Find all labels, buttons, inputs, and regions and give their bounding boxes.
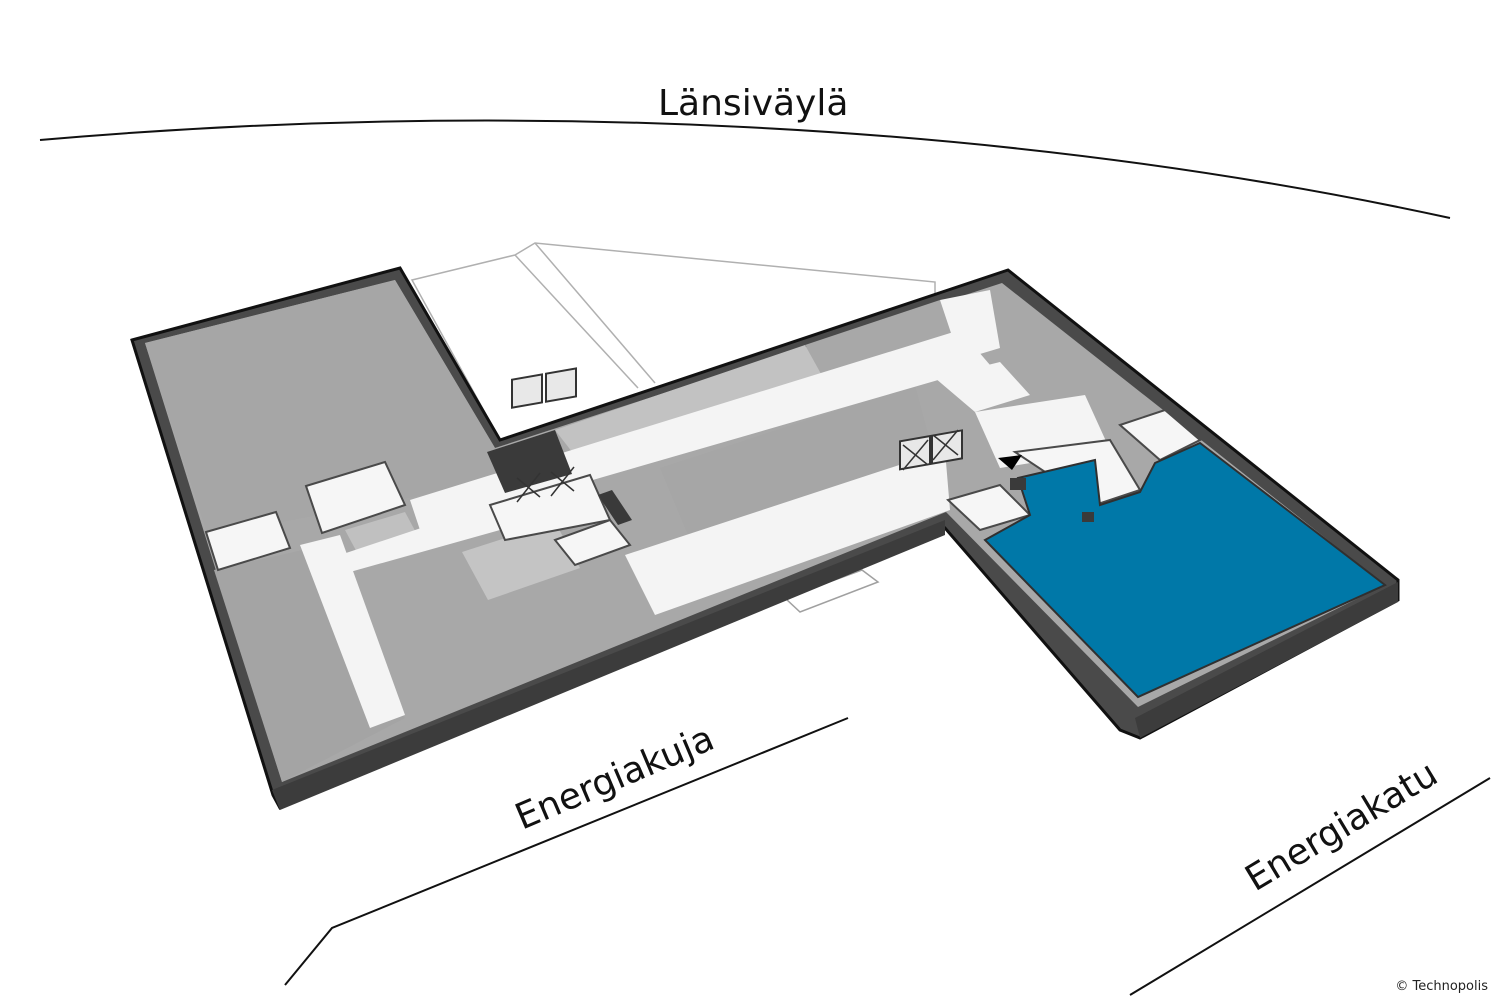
room-left-wing-top bbox=[145, 280, 555, 536]
elevator-cross-marks bbox=[516, 429, 959, 503]
lansivayla-road-line bbox=[39, 119, 1451, 219]
room-middle-lower bbox=[660, 385, 935, 540]
corridors bbox=[300, 290, 1110, 728]
room-light-left bbox=[345, 512, 420, 558]
highlighted-space-outline bbox=[983, 441, 1387, 699]
small-rooms bbox=[204, 408, 1202, 572]
street-label-energiakuja: Energiakuja bbox=[509, 718, 720, 838]
energiakuja-road-line bbox=[284, 717, 849, 986]
stair-cores bbox=[487, 430, 1094, 525]
you-are-here-arrow-icon bbox=[998, 455, 1022, 470]
street-label-lansivayla: Länsiväylä bbox=[658, 83, 848, 124]
room-light-centre bbox=[462, 522, 580, 600]
copyright-credit: © Technopolis bbox=[1395, 979, 1488, 994]
energiakatu-road-line bbox=[1129, 777, 1491, 996]
street-label-energiakatu: Energiakatu bbox=[1239, 753, 1445, 899]
room-left-wing-bottom bbox=[214, 546, 405, 782]
highlighted-space[interactable] bbox=[985, 443, 1385, 697]
elevators-left bbox=[511, 367, 577, 409]
